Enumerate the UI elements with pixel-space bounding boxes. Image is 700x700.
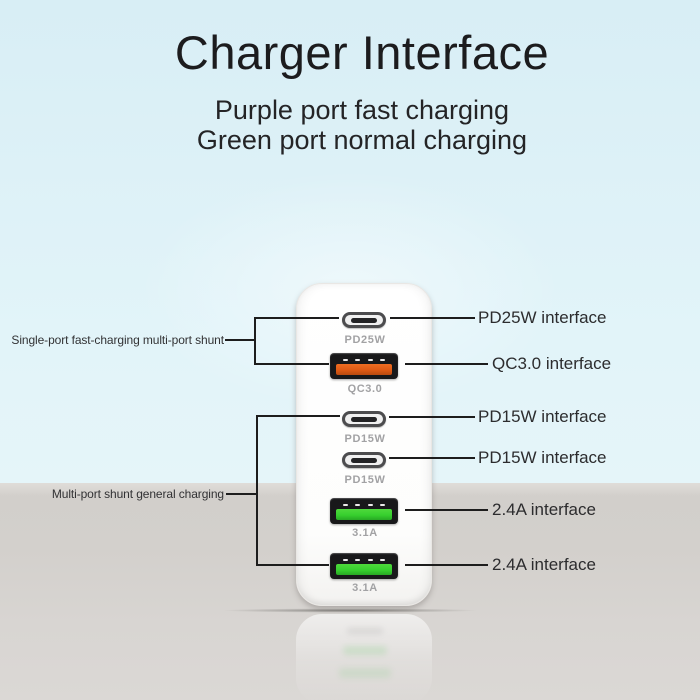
page-title: Charger Interface [174,26,550,79]
interface-label-24a-2: 2.4A interface [492,555,596,574]
usb-a-port-31a-2 [330,553,398,579]
connector-line-pd15w-1 [389,416,475,418]
interface-label-qc30: QC3.0 interface [492,354,612,373]
usb-c-port-pd25w [342,312,386,328]
reflection-smudge [339,668,391,678]
bracket-fast-stem [225,339,254,341]
connector-line-24a-1 [405,509,488,511]
reflection-smudge [347,628,383,634]
usb-c-port-pd15w-1 [342,411,386,427]
usb-c-pin-slot [351,457,377,463]
usb-a-tongue-normal [336,509,392,520]
port-label-31a-2: 3.1A [352,582,378,594]
usb-a-pins [343,359,385,361]
usb-a-tongue-normal [336,564,392,575]
usb-a-port-qc30 [330,353,398,379]
interface-label-pd25w: PD25W interface [478,308,607,327]
connector-line-pd15w-2 [389,457,475,459]
reflection-smudge [343,646,387,655]
bracket-normal-branch-bottom [258,564,329,566]
usb-a-pins [343,504,385,506]
usb-a-pins [343,559,385,561]
subtitle-line-normal: Green port normal charging [196,125,528,155]
connector-line-24a-2 [405,564,488,566]
port-label-pd15w-2: PD15W [344,474,386,486]
usb-a-tongue-fast [336,364,392,375]
charger-reflection [296,614,432,700]
charger-contact-shadow [200,608,500,613]
usb-c-pin-slot [351,416,377,422]
bracket-normal-stem [226,493,256,495]
bracket-fast-vertical [254,317,256,365]
subtitle: Purple port fast charging Green port nor… [22,95,700,155]
port-label-31a-1: 3.1A [352,527,378,539]
port-label-pd25w: PD25W [344,334,386,346]
bracket-fast-branch-top [256,317,339,319]
usb-a-port-31a-1 [330,498,398,524]
bracket-normal-vertical [256,415,258,566]
interface-label-24a-1: 2.4A interface [492,500,596,519]
port-label-pd15w-1: PD15W [344,433,386,445]
port-label-qc30: QC3.0 [347,383,383,395]
usb-c-port-pd15w-2 [342,452,386,468]
connector-line-qc30 [405,363,488,365]
bracket-fast-branch-bottom [256,363,329,365]
interface-label-pd15w-2: PD15W interface [478,448,607,467]
group-label-fast: Single-port fast-charging multi-port shu… [11,333,224,347]
interface-label-pd15w-1: PD15W interface [478,407,607,426]
usb-c-pin-slot [351,317,377,323]
bracket-normal-branch-top [258,415,340,417]
subtitle-line-fast: Purple port fast charging [214,95,510,125]
group-label-normal: Multi-port shunt general charging [51,487,224,501]
charger-body: PD25W QC3.0 PD15W PD15W 3.1A 3.1A [296,283,432,606]
connector-line-pd25w [390,317,475,319]
